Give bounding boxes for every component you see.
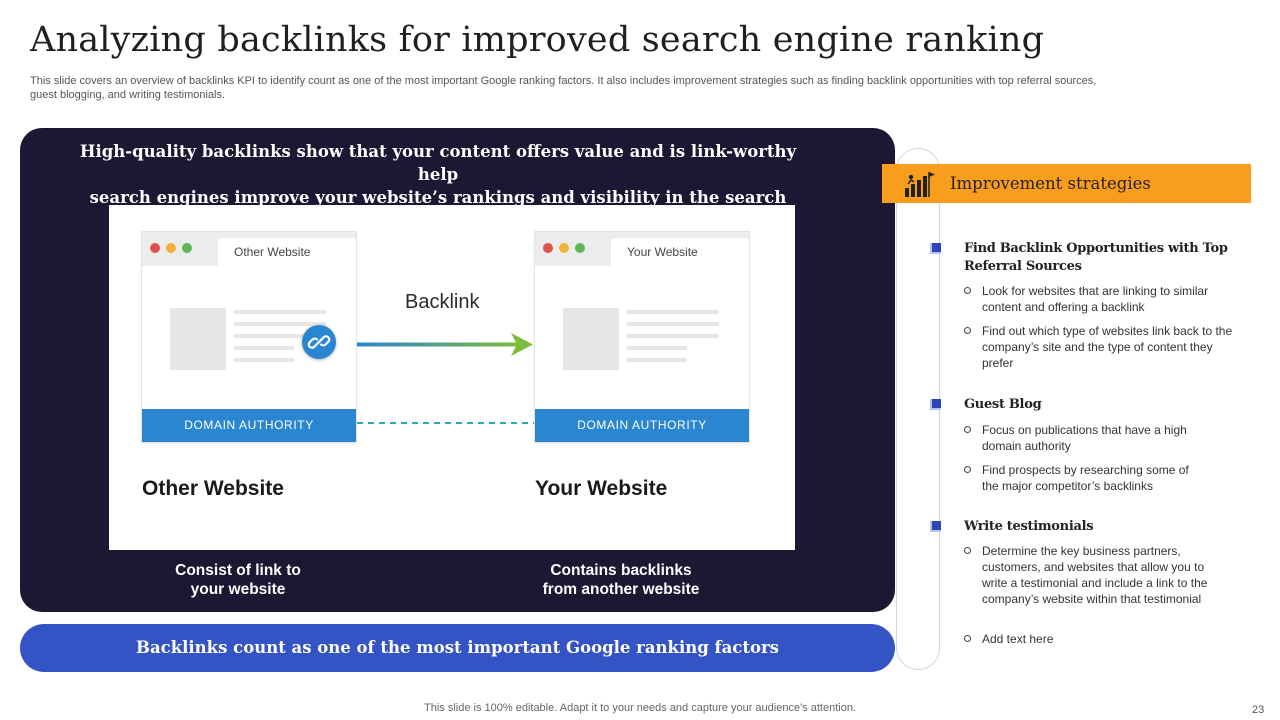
panel-heading: High-quality backlinks show that your co…: [60, 140, 816, 232]
domain-authority-dashed-link: [357, 422, 535, 424]
link-chain-icon: [302, 325, 336, 359]
backlink-arrow-icon: [357, 333, 533, 356]
window-close-dot-icon: [543, 243, 553, 253]
circle-bullet-icon: [964, 635, 971, 642]
image-placeholder: [563, 308, 619, 370]
browser-tab-other-website: Other Website: [218, 238, 356, 266]
strategy-point-text: Determine the key business partners, cus…: [982, 544, 1208, 606]
text-line: [627, 346, 687, 350]
strategy-point-text: Look for websites that are linking to si…: [982, 284, 1209, 314]
backlink-diagram: Other Website DOMAIN AUTHORITY Backlink: [109, 205, 795, 550]
caption-line: your website: [190, 581, 286, 598]
window-minimize-dot-icon: [166, 243, 176, 253]
browser-tab-your-website: Your Website: [611, 238, 749, 266]
window-maximize-dot-icon: [575, 243, 585, 253]
caption-line: from another website: [542, 581, 700, 598]
other-website-label: Other Website: [142, 477, 284, 500]
slide-subtitle: This slide covers an overview of backlin…: [30, 75, 1097, 101]
ranking-factor-banner: Backlinks count as one of the most impor…: [20, 624, 895, 672]
banner-text: Backlinks count as one of the most impor…: [136, 638, 779, 657]
caption-your-website: Contains backlinks from another website: [521, 561, 721, 599]
domain-authority-bar: DOMAIN AUTHORITY: [535, 409, 749, 442]
square-bullet-icon: [932, 521, 941, 530]
your-website-browser: Your Website DOMAIN AUTHORITY: [535, 232, 749, 442]
backlink-arrow-label: Backlink: [405, 291, 480, 313]
caption-line: Contains backlinks: [550, 562, 692, 579]
strategy-title: Write testimonials: [964, 519, 1094, 534]
slide-title: Analyzing backlinks for improved search …: [30, 20, 1045, 60]
window-minimize-dot-icon: [559, 243, 569, 253]
domain-authority-bar: DOMAIN AUTHORITY: [142, 409, 356, 442]
window-maximize-dot-icon: [182, 243, 192, 253]
circle-bullet-icon: [964, 466, 971, 473]
text-line: [627, 310, 719, 314]
improvement-strategies-header: Improvement strategies: [882, 164, 1251, 203]
strategy-point-text: Focus on publications that have a high d…: [982, 423, 1187, 453]
caption-other-website: Consist of link to your website: [138, 561, 338, 599]
square-bullet-icon: [932, 399, 941, 408]
circle-bullet-icon: [964, 327, 971, 334]
strategy-point-text: Find out which type of websites link bac…: [982, 324, 1233, 370]
other-website-browser: Other Website DOMAIN AUTHORITY: [142, 232, 356, 442]
text-line: [627, 334, 719, 338]
strategy-title: Guest Blog: [964, 397, 1042, 412]
text-line: [627, 358, 687, 362]
strategy-title: Find Backlink Opportunities with Top Ref…: [964, 241, 1228, 274]
footer-note: This slide is 100% editable. Adapt it to…: [424, 702, 856, 714]
square-bullet-icon: [932, 243, 941, 252]
strategy-point-text: Add text here: [982, 632, 1054, 646]
text-line: [234, 358, 294, 362]
text-line: [234, 310, 326, 314]
your-website-label: Your Website: [535, 477, 668, 500]
strategy-timeline-outline: [896, 148, 940, 670]
page-number: 23: [1252, 704, 1265, 716]
text-line: [627, 322, 719, 326]
caption-line: Consist of link to: [175, 562, 301, 579]
circle-bullet-icon: [964, 426, 971, 433]
growth-chart-flag-icon: [905, 172, 935, 197]
text-line: [234, 322, 326, 326]
text-line: [234, 334, 326, 338]
improvement-strategies-title: Improvement strategies: [950, 174, 1151, 193]
circle-bullet-icon: [964, 547, 971, 554]
strategy-point-text: Find prospects by researching some of th…: [982, 463, 1189, 493]
image-placeholder: [170, 308, 226, 370]
panel-heading-line-1: High-quality backlinks show that your co…: [79, 142, 797, 184]
window-close-dot-icon: [150, 243, 160, 253]
circle-bullet-icon: [964, 287, 971, 294]
text-line: [234, 346, 294, 350]
